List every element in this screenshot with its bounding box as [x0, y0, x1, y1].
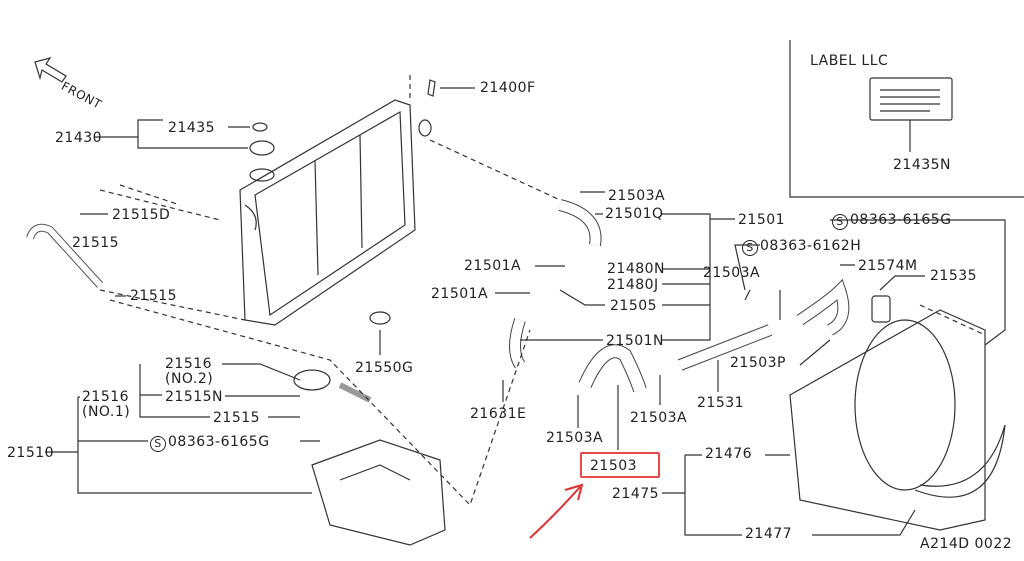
part-21501Q[interactable]: 21501Q: [605, 206, 664, 222]
red-annotation-arrow: [529, 483, 584, 539]
part-21435[interactable]: 21435: [168, 120, 216, 136]
part-21501A[interactable]: 21501A: [464, 258, 522, 274]
part-21503A[interactable]: 21503A: [630, 410, 688, 426]
part-21477[interactable]: 21477: [745, 526, 793, 542]
part-21505[interactable]: 21505: [610, 298, 658, 314]
part-number: 08363-6162H: [760, 238, 862, 254]
part-21475[interactable]: 21475: [612, 486, 660, 502]
screw-symbol-icon: S: [832, 214, 848, 230]
part-21631E[interactable]: 21631E: [470, 406, 527, 422]
part-21501N[interactable]: 21501N: [606, 333, 665, 349]
part-21503A[interactable]: 21503A: [546, 430, 604, 446]
part-21531[interactable]: 21531: [697, 395, 745, 411]
screw-symbol-icon: S: [742, 240, 758, 256]
part-number: 08363-6165G: [168, 434, 270, 450]
radiator-drawing: [239, 99, 432, 326]
part-21515N[interactable]: 21515N: [165, 389, 224, 405]
part-21501[interactable]: 21501: [738, 212, 786, 228]
part-21400F[interactable]: 21400F: [480, 80, 536, 96]
leader-lines: [45, 87, 1006, 536]
no2-note: (NO.2): [165, 371, 214, 387]
diagram-reference-code: A214D 0022: [920, 536, 1013, 552]
dashed-lines: [99, 75, 986, 507]
part-21515[interactable]: 21515: [72, 235, 120, 251]
part-21510[interactable]: 21510: [7, 445, 55, 461]
part-21503A[interactable]: 21503A: [608, 188, 666, 204]
part-21515[interactable]: 21515: [213, 410, 261, 426]
part-21574M[interactable]: 21574M: [858, 258, 918, 274]
part-21515[interactable]: 21515: [130, 288, 178, 304]
part-number: 08363-6165G: [850, 212, 952, 228]
label-box-title: LABEL LLC: [810, 53, 889, 69]
label-box-frame: [789, 40, 1024, 198]
part-21430[interactable]: 21430: [55, 130, 103, 146]
part-21476[interactable]: 21476: [705, 446, 753, 462]
part-21516-no1[interactable]: 21516: [82, 389, 130, 405]
part-21503: 21503: [590, 458, 638, 474]
reservoir-tank-drawing: [311, 439, 446, 546]
part-21503A[interactable]: 21503A: [703, 265, 761, 281]
fan-shroud-drawing: [789, 309, 1006, 531]
part-21516-no2[interactable]: 21516: [165, 356, 213, 372]
label-llc-sticker: [869, 77, 953, 121]
no1-note: (NO.1): [82, 404, 131, 420]
part-21515D[interactable]: 21515D: [112, 207, 171, 223]
part-21550G[interactable]: 21550G: [355, 360, 414, 376]
part-21435N[interactable]: 21435N: [893, 157, 952, 173]
part-21480J[interactable]: 21480J: [607, 277, 659, 293]
highlighted-part-box[interactable]: 21503: [580, 452, 660, 478]
front-arrow-icon: [34, 57, 67, 83]
part-21501A[interactable]: 21501A: [431, 286, 489, 302]
part-21535[interactable]: 21535: [930, 268, 978, 284]
screw-symbol-icon: S: [150, 436, 166, 452]
part-21503P[interactable]: 21503P: [730, 355, 786, 371]
part-21480N[interactable]: 21480N: [607, 261, 666, 277]
